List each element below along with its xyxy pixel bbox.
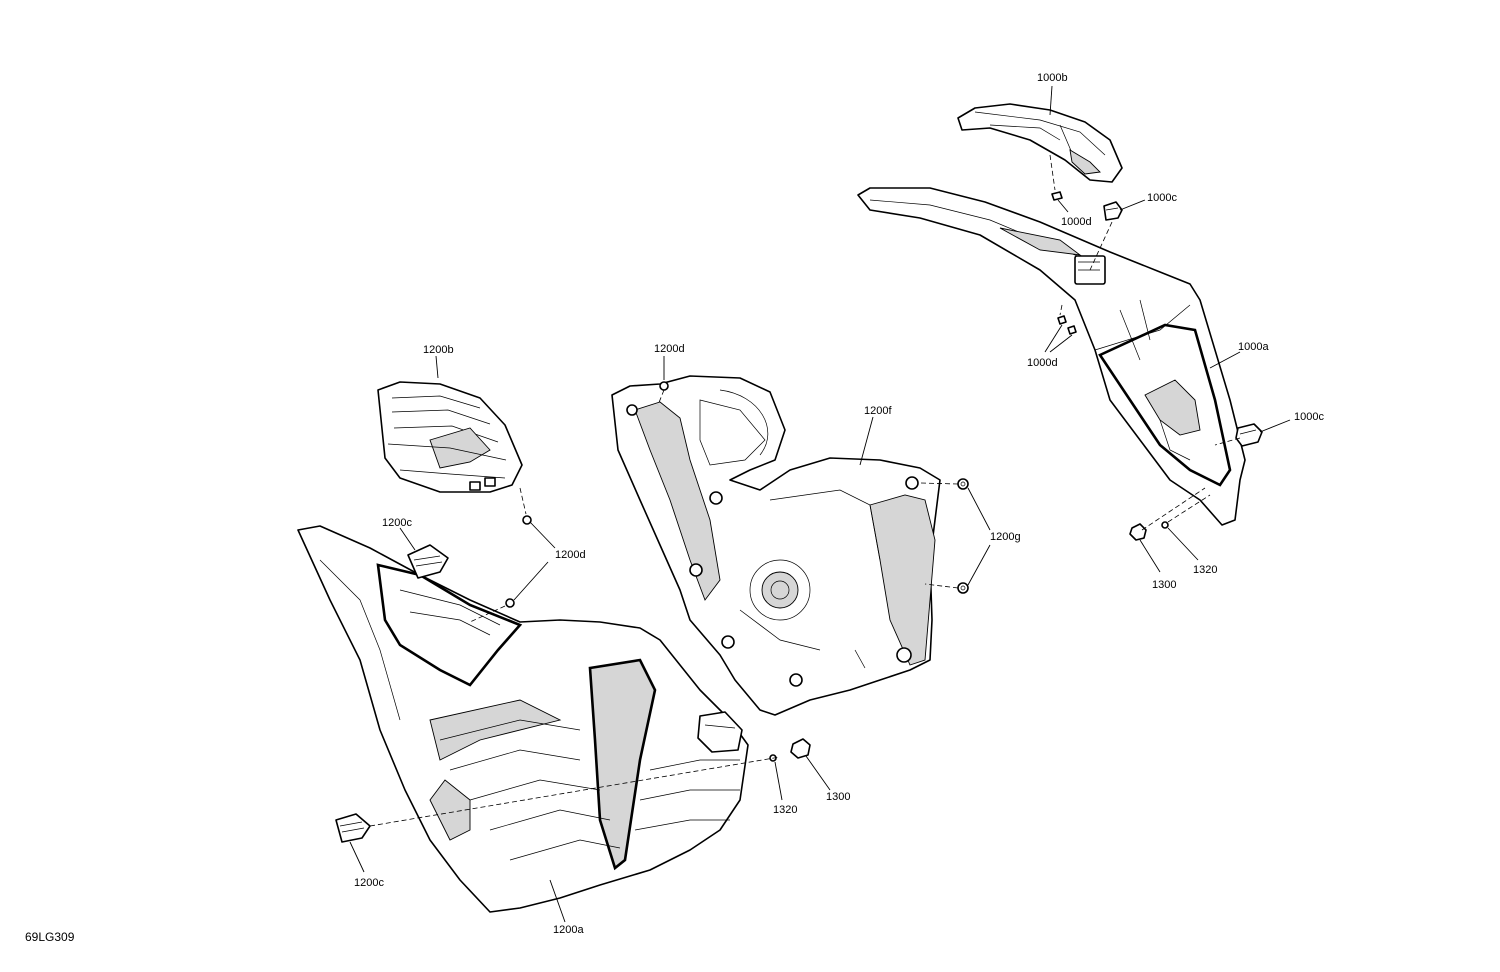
callout-1200d-left: 1200d bbox=[555, 549, 586, 561]
fastener-1000c-right bbox=[1235, 423, 1263, 447]
fastener-1000d-top bbox=[1051, 191, 1063, 201]
callout-1000a: 1000a bbox=[1238, 341, 1269, 353]
fastener-1320-right bbox=[1161, 521, 1169, 529]
callout-1200d-top: 1200d bbox=[654, 343, 685, 355]
callout-1300-bottom: 1300 bbox=[826, 791, 850, 803]
callout-1200b: 1200b bbox=[423, 344, 454, 356]
callout-1200f: 1200f bbox=[864, 405, 892, 417]
callout-1320-right: 1320 bbox=[1193, 564, 1217, 576]
fastener-1200d-left-lower bbox=[505, 598, 515, 608]
fastener-1200d-top bbox=[659, 381, 669, 391]
callout-labels: 1000b 1000c 1000d 1000d 1000a 1000c 1300… bbox=[354, 72, 1324, 936]
part-1200a-side-panel bbox=[297, 525, 749, 913]
washer-1200g-lower bbox=[957, 582, 969, 594]
fastener-1200d-left-upper bbox=[522, 515, 532, 525]
washer-1200g-upper bbox=[957, 478, 969, 490]
callout-1300-right: 1300 bbox=[1152, 579, 1176, 591]
callout-1200a: 1200a bbox=[553, 924, 584, 936]
fastener-1300-bottom bbox=[790, 738, 811, 759]
fastener-1000d-mid bbox=[1057, 315, 1077, 335]
callout-1320-bottom: 1320 bbox=[773, 804, 797, 816]
part-1000b-top-cover bbox=[957, 103, 1123, 183]
fastener-1000c-top bbox=[1103, 201, 1123, 221]
callout-1200c-top: 1200c bbox=[382, 517, 412, 529]
callout-1000c-top: 1000c bbox=[1147, 192, 1177, 204]
part-1200f-inner-panel bbox=[611, 375, 941, 716]
diagram-reference-code: 69LG309 bbox=[25, 930, 75, 944]
clip-1200c-bottom bbox=[335, 813, 371, 843]
callout-1200c-bottom: 1200c bbox=[354, 877, 384, 889]
part-1200b-vent-cover bbox=[377, 381, 523, 493]
callout-1000b: 1000b bbox=[1037, 72, 1068, 84]
leader-lines bbox=[349, 85, 1291, 923]
callout-1000d-mid: 1000d bbox=[1027, 357, 1058, 369]
callout-1000c-right: 1000c bbox=[1294, 411, 1324, 423]
clip-1200c-top bbox=[407, 544, 449, 579]
callout-1200g: 1200g bbox=[990, 531, 1021, 543]
callout-1000d-top: 1000d bbox=[1061, 216, 1092, 228]
fastener-1300-right bbox=[1129, 523, 1147, 541]
